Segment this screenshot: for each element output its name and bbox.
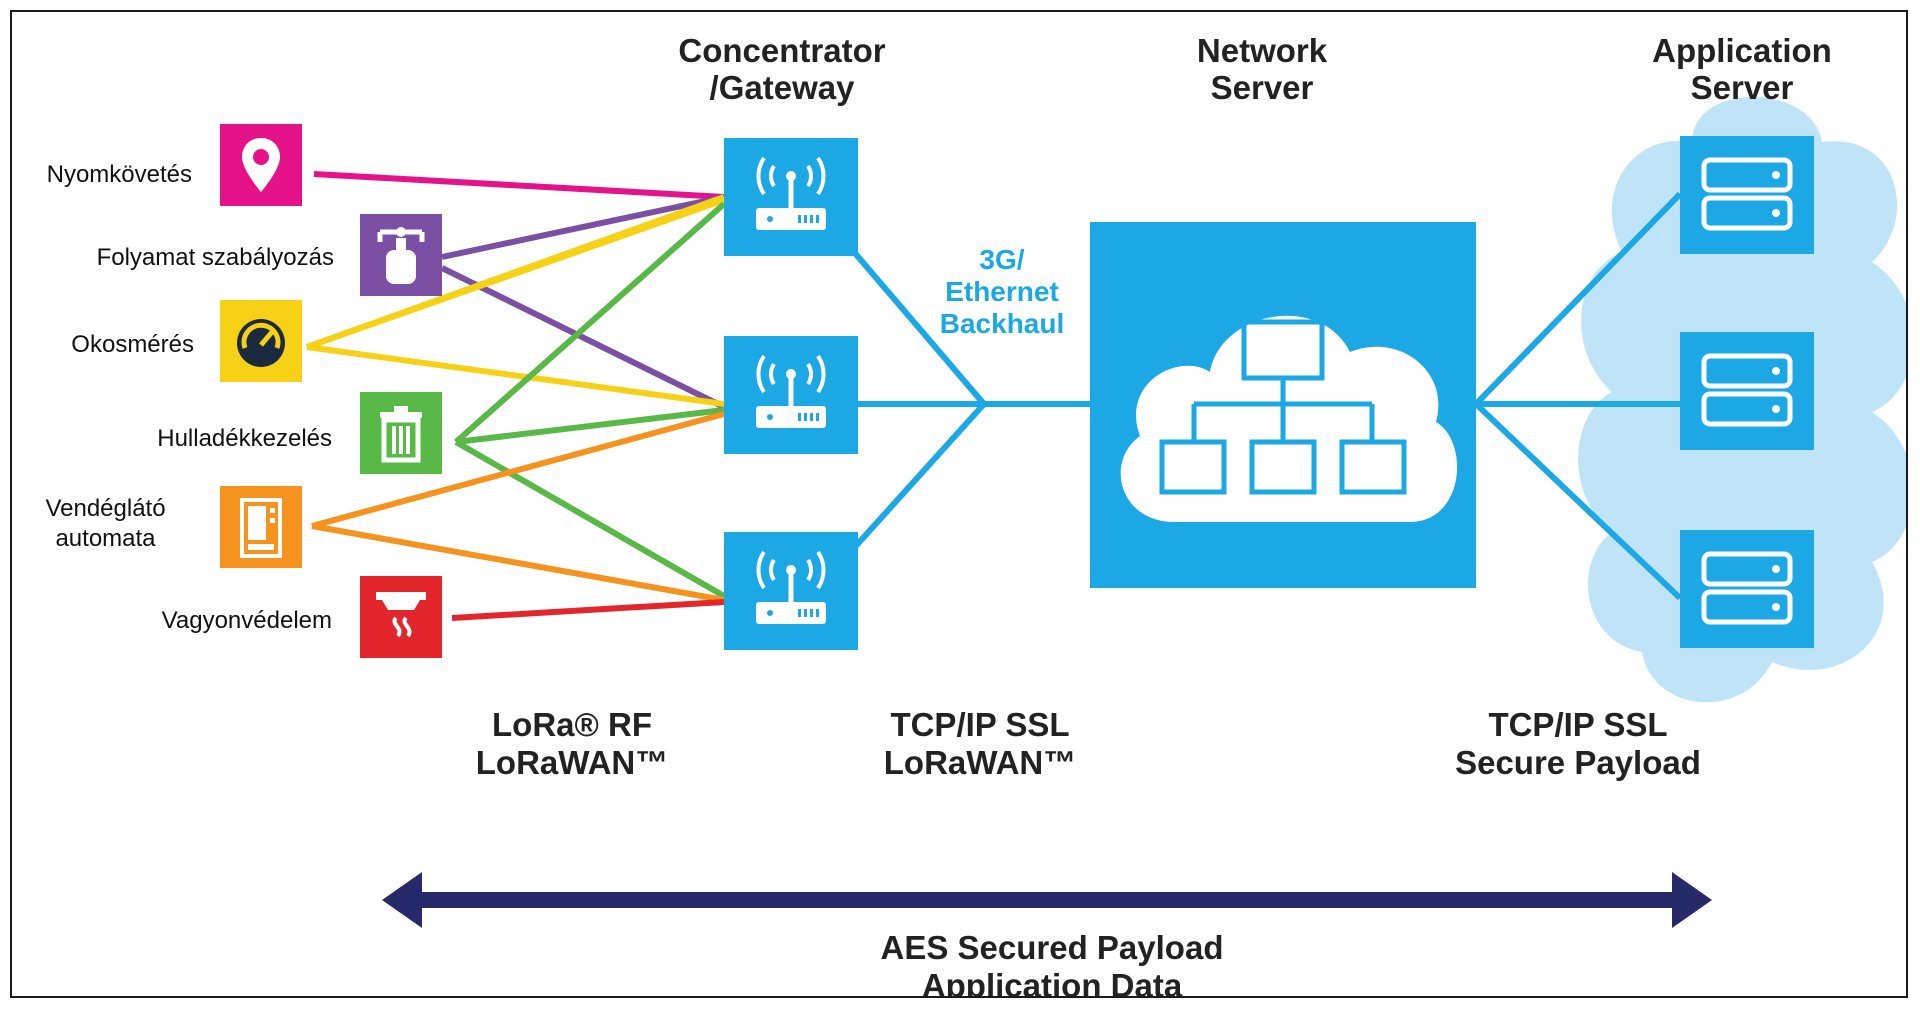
backhaul-line1: 3G/	[979, 244, 1025, 275]
double-arrow-icon	[382, 872, 1712, 928]
gateway-2	[724, 336, 858, 454]
link-waste-gw2	[455, 407, 725, 445]
gateway-3	[724, 532, 858, 650]
server-icon	[1701, 551, 1793, 625]
device-label-process-control: Folyamat szabályozás	[12, 243, 334, 273]
vending-machine-icon	[220, 486, 302, 568]
connection-lines	[305, 171, 1683, 621]
link-vending-gw2	[311, 411, 725, 529]
network-server	[1090, 222, 1476, 588]
protocol-app-link-line2: Secure Payload	[1455, 744, 1701, 781]
server-icon	[1701, 353, 1793, 427]
protocol-gateway-link-label: TCP/IP SSL LoRaWAN™	[800, 706, 1160, 782]
concentrator-header-line2: /Gateway	[709, 69, 855, 106]
gateway-antenna-icon	[756, 156, 826, 230]
link-ns-srv3	[1473, 401, 1683, 601]
trash-bin-icon	[360, 392, 442, 474]
device-label-tracking-text: Nyomkövetés	[46, 161, 192, 188]
link-vending-gw3	[311, 523, 725, 603]
backhaul-label: 3G/ Ethernet Backhaul	[922, 244, 1082, 340]
diagram-frame: Concentrator /Gateway Network Server App…	[10, 10, 1908, 998]
link-waste-gw1	[454, 201, 726, 445]
device-label-smart-metering: Okosmérés	[12, 330, 194, 360]
gateway-antenna-icon	[756, 354, 826, 428]
device-label-process-control-text: Folyamat szabályozás	[96, 244, 334, 271]
location-pin-icon	[220, 124, 302, 206]
protocol-app-link-line1: TCP/IP SSL	[1488, 706, 1668, 743]
backhaul-line2: Ethernet	[945, 276, 1059, 307]
application-server-1	[1680, 136, 1814, 254]
device-label-smart-metering-text: Okosmérés	[71, 331, 194, 358]
cloud-network-icon	[1120, 315, 1458, 522]
link-gw3-hub	[851, 401, 987, 551]
link-tracker-yellow	[305, 194, 726, 350]
protocol-app-link-label: TCP/IP SSL Secure Payload	[1398, 706, 1758, 782]
link-gw1-hub	[851, 250, 987, 406]
application-server-header-line2: Server	[1690, 69, 1794, 106]
gauge-icon	[220, 300, 302, 382]
protocol-rf-line1: LoRa® RF	[492, 706, 652, 743]
concentrator-header-line1: Concentrator	[678, 32, 886, 69]
aes-label: AES Secured Payload Application Data	[772, 929, 1332, 998]
device-label-vending-line1: Vendéglátó	[45, 495, 166, 522]
aes-line1: AES Secured Payload	[880, 929, 1224, 966]
protocol-gateway-link-line2: LoRaWAN™	[883, 744, 1077, 781]
link-meter-gw2	[306, 344, 725, 407]
device-label-vending-line2: automata	[55, 525, 156, 552]
network-server-header-line1: Network	[1196, 32, 1328, 69]
link-tracker-gw1	[313, 171, 725, 200]
gateway-1	[724, 138, 858, 256]
device-label-waste: Hulladékkezelés	[12, 424, 332, 454]
device-label-vending: Vendéglátó automata	[12, 494, 199, 554]
network-server-header: Network Server	[1112, 32, 1412, 106]
protocol-rf-line2: LoRaWAN™	[475, 744, 669, 781]
gas-cylinder-icon	[360, 214, 442, 296]
server-icon	[1701, 157, 1793, 231]
gateway-antenna-icon	[756, 550, 826, 624]
link-waste-gw3	[454, 439, 726, 599]
application-server-header: Application Server	[1592, 32, 1892, 106]
link-process-gw1	[441, 194, 725, 260]
device-label-waste-text: Hulladékkezelés	[157, 425, 332, 452]
aes-line2: Application Data	[921, 967, 1183, 998]
link-ns-srv1	[1473, 191, 1683, 407]
application-server-2	[1680, 332, 1814, 450]
device-label-tracking: Nyomkövetés	[12, 160, 192, 190]
link-security-gw3	[451, 599, 725, 621]
application-server-header-line1: Application	[1652, 32, 1832, 69]
network-server-header-line2: Server	[1210, 69, 1314, 106]
concentrator-header: Concentrator /Gateway	[632, 32, 932, 106]
backhaul-line3: Backhaul	[939, 308, 1065, 339]
device-label-security-text: Vagyonvédelem	[161, 607, 332, 634]
link-process-gw2	[440, 265, 726, 410]
smoke-detector-icon	[360, 576, 442, 658]
protocol-rf-label: LoRa® RF LoRaWAN™	[392, 706, 752, 782]
protocol-gateway-link-line1: TCP/IP SSL	[890, 706, 1070, 743]
application-server-3	[1680, 530, 1814, 648]
device-label-security: Vagyonvédelem	[12, 606, 332, 636]
